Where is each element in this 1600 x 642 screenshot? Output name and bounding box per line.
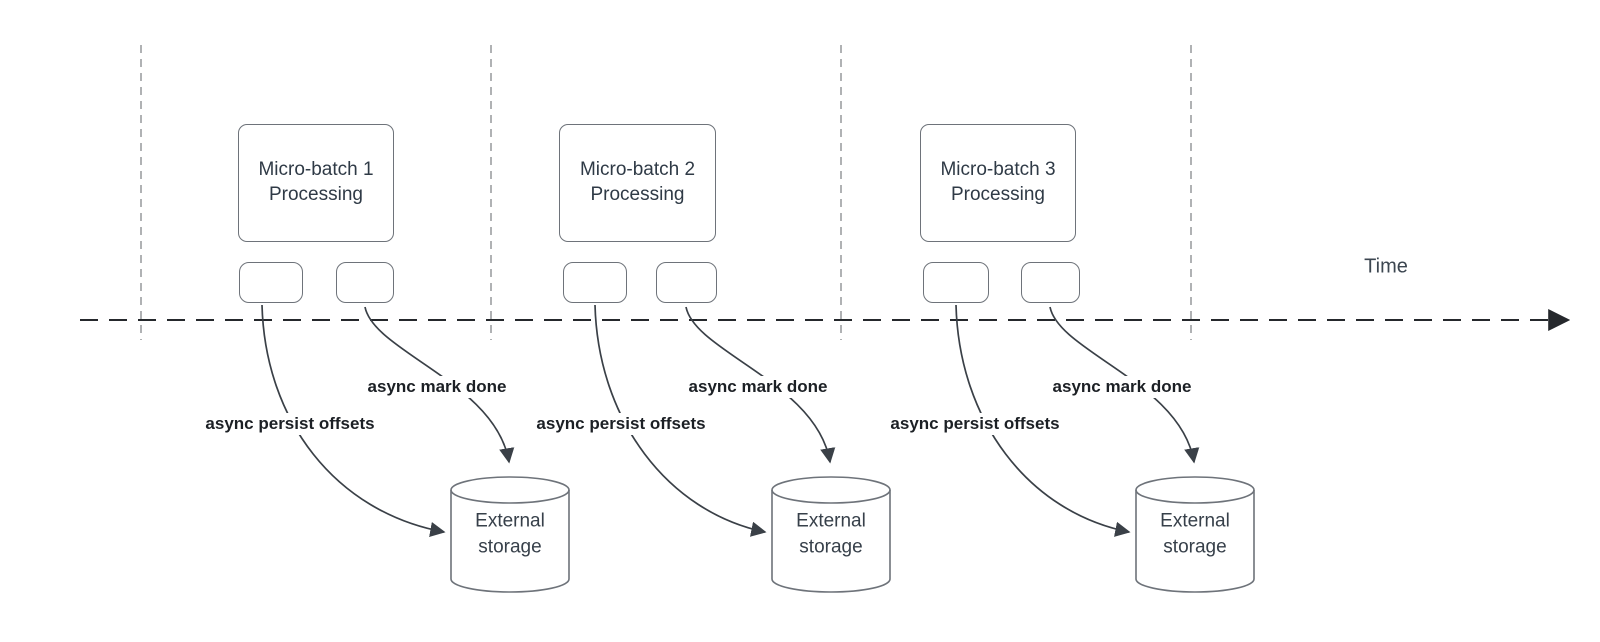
storage-cylinder-3-body (1135, 476, 1255, 593)
storage-cylinder-2-rim (771, 489, 891, 504)
persist-offsets-arrow-2 (594, 304, 767, 537)
mark-done-label-1: async mark done (364, 376, 510, 398)
storage-label-3: External storage (1160, 510, 1230, 557)
mark-done-arrow-1 (364, 306, 515, 464)
microbatch-2-label: Micro-batch 2 Processing (579, 159, 696, 205)
persist-task-rect-2 (563, 262, 627, 303)
persist-task-rect-3 (923, 262, 989, 303)
mark-done-label-3: async mark done (1049, 376, 1195, 398)
storage-label-1: External storage (475, 510, 545, 557)
storage-cylinder-1-rim (450, 489, 570, 504)
markdone-task-rect-1 (336, 262, 394, 303)
microbatch-1-box: Micro-batch 1 Processing (238, 124, 394, 242)
persist-offsets-label-1: async persist offsets (202, 413, 378, 435)
microbatch-3-box: Micro-batch 3 Processing (920, 124, 1076, 242)
storage-label-2: External storage (796, 510, 866, 557)
storage-cylinder-3 (1135, 476, 1255, 593)
microbatch-1-label: Micro-batch 1 Processing (258, 159, 374, 205)
persist-offsets-arrow-1 (261, 304, 446, 538)
storage-cylinder-2 (771, 476, 891, 593)
mark-done-arrow-3 (1049, 306, 1200, 464)
time-axis-label: Time (1364, 255, 1408, 278)
mark-done-label-2: async mark done (685, 376, 831, 398)
mark-done-arrow-2 (685, 306, 836, 464)
markdone-task-rect-2 (656, 262, 717, 303)
storage-cylinder-3-rim (1135, 489, 1255, 504)
microbatch-2-box: Micro-batch 2 Processing (559, 124, 716, 242)
persist-offsets-label-2: async persist offsets (533, 413, 709, 435)
persist-offsets-arrow-3 (955, 304, 1131, 537)
persist-offsets-label-3: async persist offsets (887, 413, 1063, 435)
storage-cylinder-1 (450, 476, 570, 593)
storage-cylinder-2-body (771, 476, 891, 593)
microbatch-3-label: Micro-batch 3 Processing (940, 159, 1056, 205)
persist-task-rect-1 (239, 262, 303, 303)
storage-cylinder-1-body (450, 476, 570, 593)
markdone-task-rect-3 (1021, 262, 1080, 303)
